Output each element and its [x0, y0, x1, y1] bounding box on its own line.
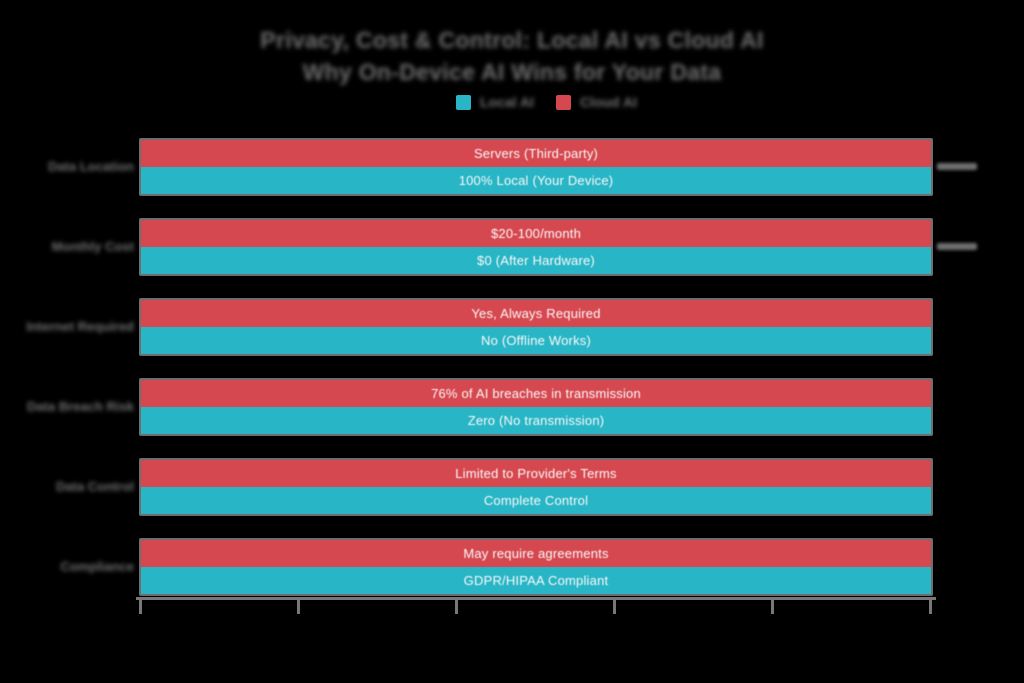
- cloud-ai-bar: $20-100/month: [141, 220, 931, 247]
- category-label-monthly-cost: Monthly Cost: [51, 239, 134, 254]
- cloud-ai-bar: Servers (Third-party): [141, 140, 931, 167]
- category-label-data-location: Data Location: [48, 159, 134, 174]
- bar-group-compliance: May require agreements GDPR/HIPAA Compli…: [139, 538, 933, 596]
- cloud-ai-bar: Yes, Always Required: [141, 300, 931, 327]
- local-ai-bar: No (Offline Works): [141, 327, 931, 354]
- category-label-compliance: Compliance: [60, 559, 134, 574]
- local-ai-bar: 100% Local (Your Device): [141, 167, 931, 194]
- category-label-breach-risk: Data Breach Risk: [27, 399, 134, 414]
- chart-title: Privacy, Cost & Control: Local AI vs Clo…: [0, 24, 1024, 88]
- local-ai-bar-label: 100% Local (Your Device): [458, 173, 614, 188]
- category-label-internet-required: Internet Required: [26, 319, 134, 334]
- local-ai-bar-label: No (Offline Works): [480, 333, 592, 348]
- legend-label-cloud: Cloud AI: [579, 94, 637, 110]
- bar-group-internet-required: Yes, Always Required No (Offline Works): [139, 298, 933, 356]
- x-axis-tick: [613, 597, 616, 614]
- legend-label-local: Local AI: [480, 94, 534, 110]
- row2-right-mark: [937, 243, 977, 250]
- legend-item-cloud: Cloud AI: [555, 94, 637, 110]
- cloud-ai-bar: Limited to Provider's Terms: [141, 460, 931, 487]
- bar-group-monthly-cost: $20-100/month $0 (After Hardware): [139, 218, 933, 276]
- local-ai-bar-label: Complete Control: [483, 493, 589, 508]
- cloud-ai-bar-label: Yes, Always Required: [471, 306, 601, 321]
- bar-group-breach-risk: 76% of AI breaches in transmission Zero …: [139, 378, 933, 436]
- cloud-ai-bar-label: Limited to Provider's Terms: [455, 466, 617, 481]
- x-axis-tick: [139, 597, 142, 614]
- x-axis-tick: [929, 597, 932, 614]
- local-ai-bar: Zero (No transmission): [141, 407, 931, 434]
- local-ai-bar-label: Zero (No transmission): [467, 413, 605, 428]
- chart-title-line2: Why On-Device AI Wins for Your Data: [302, 59, 722, 85]
- chart-title-line1: Privacy, Cost & Control: Local AI vs Clo…: [260, 27, 764, 53]
- local-ai-bar-label: $0 (After Hardware): [477, 253, 595, 268]
- cloud-ai-bar-label: $20-100/month: [490, 226, 582, 241]
- local-ai-bar-label: GDPR/HIPAA Compliant: [463, 573, 609, 588]
- x-axis-tick: [455, 597, 458, 614]
- local-ai-swatch-icon: [456, 94, 471, 110]
- cloud-ai-swatch-icon: [555, 94, 571, 110]
- legend-item-local: Local AI: [456, 94, 534, 110]
- local-ai-bar: GDPR/HIPAA Compliant: [141, 567, 931, 594]
- bar-group-data-location: Servers (Third-party) 100% Local (Your D…: [139, 138, 933, 196]
- local-ai-bar: $0 (After Hardware): [141, 247, 931, 274]
- cloud-ai-bar-label: Servers (Third-party): [473, 146, 599, 161]
- local-ai-bar: Complete Control: [141, 487, 931, 514]
- cloud-ai-bar-label: 76% of AI breaches in transmission: [431, 386, 641, 401]
- x-axis-line: [136, 597, 936, 600]
- legend: Local AI Cloud AI: [456, 94, 637, 110]
- row1-right-mark: [937, 163, 977, 170]
- bar-group-data-control: Limited to Provider's Terms Complete Con…: [139, 458, 933, 516]
- x-axis-tick: [771, 597, 774, 614]
- cloud-ai-bar-label: May require agreements: [463, 546, 609, 561]
- cloud-ai-bar: 76% of AI breaches in transmission: [141, 380, 931, 407]
- category-label-data-control: Data Control: [56, 479, 134, 494]
- cloud-ai-bar: May require agreements: [141, 540, 931, 567]
- x-axis-tick: [297, 597, 300, 614]
